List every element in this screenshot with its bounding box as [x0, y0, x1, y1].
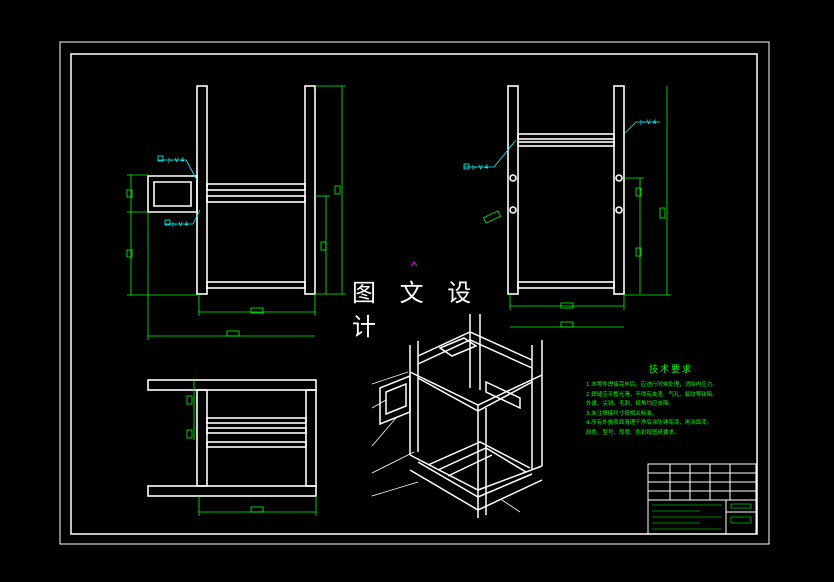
outer-border	[59, 41, 770, 545]
requirement-line: 外露、尖锐、毛刺、棱角均应去除。	[586, 401, 675, 407]
requirement-line: 颜色、型号、厚度、色彩按图纸要求。	[586, 429, 680, 436]
technical-requirements-title: 技术要求	[648, 365, 693, 375]
requirement-line: 3.未注焊接尺寸按相关标准。	[586, 410, 658, 417]
side-view	[507, 85, 625, 295]
front-view-weld-leaders	[157, 155, 201, 226]
title-block	[647, 463, 757, 535]
technical-requirements: 技术要求 1.本零件焊接完毕后，应进行时效处理，消除内应力。 2.焊缝应平整光滑…	[586, 362, 756, 438]
requirement-line: 2.焊缝应平整光滑，不得有夹渣、气孔、裂纹等缺陷。	[586, 391, 718, 398]
side-view-weld-leaders	[463, 121, 660, 170]
isometric-part-leaders	[371, 371, 521, 513]
weld-symbol-label-2: ▷ V 4	[172, 221, 189, 228]
requirement-line: 1.本零件焊接完毕后，应进行时效处理，消除内应力。	[586, 382, 718, 388]
inner-border	[70, 53, 758, 535]
weld-symbol-label-1: ▷ V 4	[168, 157, 185, 164]
weld-symbol-label-4: ▷ V 4	[640, 119, 657, 126]
side-view-dimensions	[482, 86, 671, 328]
watermark-text: 图 文 设 计	[352, 279, 480, 341]
front-view-dimensions	[126, 85, 346, 340]
title-block-fill	[652, 503, 752, 530]
weld-symbol-label-3: ▷ V 4	[472, 164, 489, 171]
front-view	[147, 85, 316, 295]
requirement-line: 4.所有外露表面清理干净后涂防锈底漆，再涂面漆，	[586, 420, 713, 426]
center-marker	[410, 261, 418, 267]
top-view	[147, 379, 317, 497]
top-view-dimensions	[186, 380, 317, 516]
isometric-view	[379, 314, 543, 518]
